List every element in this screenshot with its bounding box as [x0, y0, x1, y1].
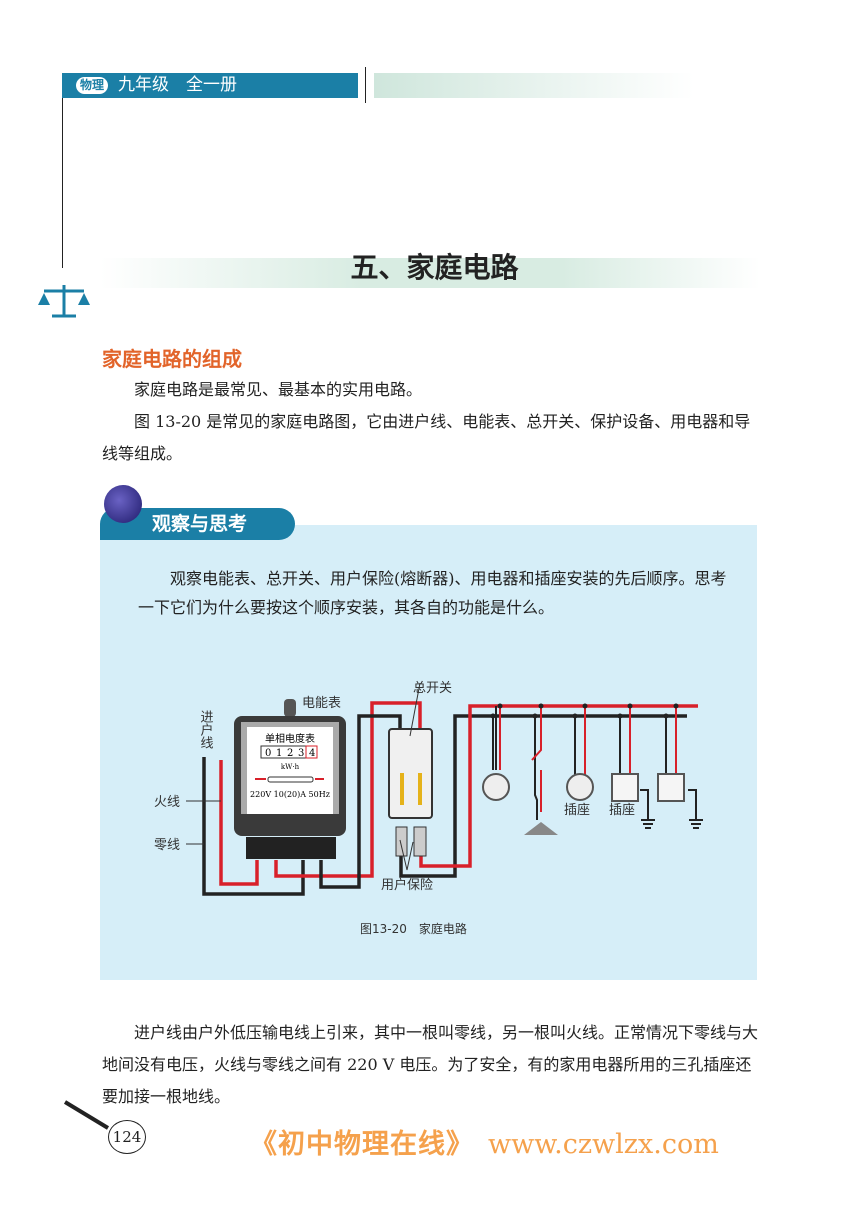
- meter-rating: 220V 10(20)A 50Hz: [250, 790, 330, 799]
- meter-to-switch-neutral: [319, 714, 402, 889]
- paragraph: 图 13-20 是常见的家庭电路图，它由进户线、电能表、总开关、保护设备、用电器…: [102, 412, 751, 463]
- watermark-url: www.czwlzx.com: [488, 1129, 719, 1160]
- meter-unit: kW·h: [281, 763, 300, 771]
- title-band: [100, 258, 760, 288]
- meter-digit: 4: [309, 748, 315, 759]
- balance-scale-icon: [38, 285, 90, 318]
- meter-digit: 3: [298, 748, 304, 759]
- socket-three-hole: [611, 773, 639, 802]
- meter-to-switch-live: [274, 701, 422, 878]
- meter-digit: 2: [287, 748, 293, 759]
- figure-caption: 图13-20 家庭电路: [360, 921, 467, 936]
- subject-logo: 物理: [76, 76, 109, 94]
- meter-digit: 0: [265, 748, 271, 759]
- meter-hook: [284, 699, 296, 717]
- fuse: [413, 826, 427, 857]
- telescope-icon: [104, 485, 142, 523]
- socket-three-hole: [657, 773, 685, 802]
- magnifier-icon: [63, 1100, 110, 1130]
- label-live: 火线: [154, 795, 180, 810]
- activity-label: 观察与思考: [152, 513, 248, 535]
- lamp-icon: [524, 822, 558, 835]
- live-wire: [219, 760, 259, 886]
- meter-digit: 1: [276, 748, 282, 759]
- socket-round: [482, 773, 594, 801]
- activity-text: 观察电能表、总开关、用户保险(熔断器)、用电器和插座安装的先后顺序。思考一下它们…: [138, 569, 727, 617]
- watermark-row: 《初中物理在线》 www.czwlzx.com: [250, 1122, 719, 1161]
- label-neutral: 零线: [154, 838, 180, 853]
- chapter-title: 五、家庭电路: [350, 251, 519, 284]
- page-number: 124: [108, 1120, 146, 1154]
- label-socket: 插座: [609, 803, 635, 818]
- header-gradient: [374, 73, 694, 98]
- section-heading: 家庭电路的组成: [102, 347, 242, 371]
- book-title: 九年级 全一册: [118, 75, 238, 95]
- label-fuse: 用户保险: [381, 877, 433, 893]
- watermark: 《初中物理在线》: [250, 1129, 474, 1160]
- label-socket: 插座: [564, 803, 590, 818]
- fuse-live-out: [419, 704, 698, 868]
- fuse: [395, 826, 408, 857]
- divider: [365, 67, 366, 103]
- fuse-neutral-out: [399, 714, 687, 878]
- circuit-diagram: 单相电度表 0 1 2 3 4 kW·h 220V 10(20)A 50Hz 进…: [154, 681, 703, 936]
- meter-title: 单相电度表: [265, 732, 315, 745]
- margin-line: [62, 98, 63, 268]
- body-paragraph: 进户线由户外低压输电线上引来，其中一根叫零线，另一根叫火线。正常情况下零线与大地…: [102, 1023, 759, 1106]
- label-main-switch: 总开关: [413, 681, 452, 696]
- label-incoming: 进户线: [198, 710, 214, 749]
- paragraph: 家庭电路是最常见、最基本的实用电路。: [134, 380, 423, 399]
- label-meter: 电能表: [302, 696, 341, 711]
- header-bar: 物理九年级 全一册: [62, 73, 358, 98]
- fuse-box: [388, 728, 433, 819]
